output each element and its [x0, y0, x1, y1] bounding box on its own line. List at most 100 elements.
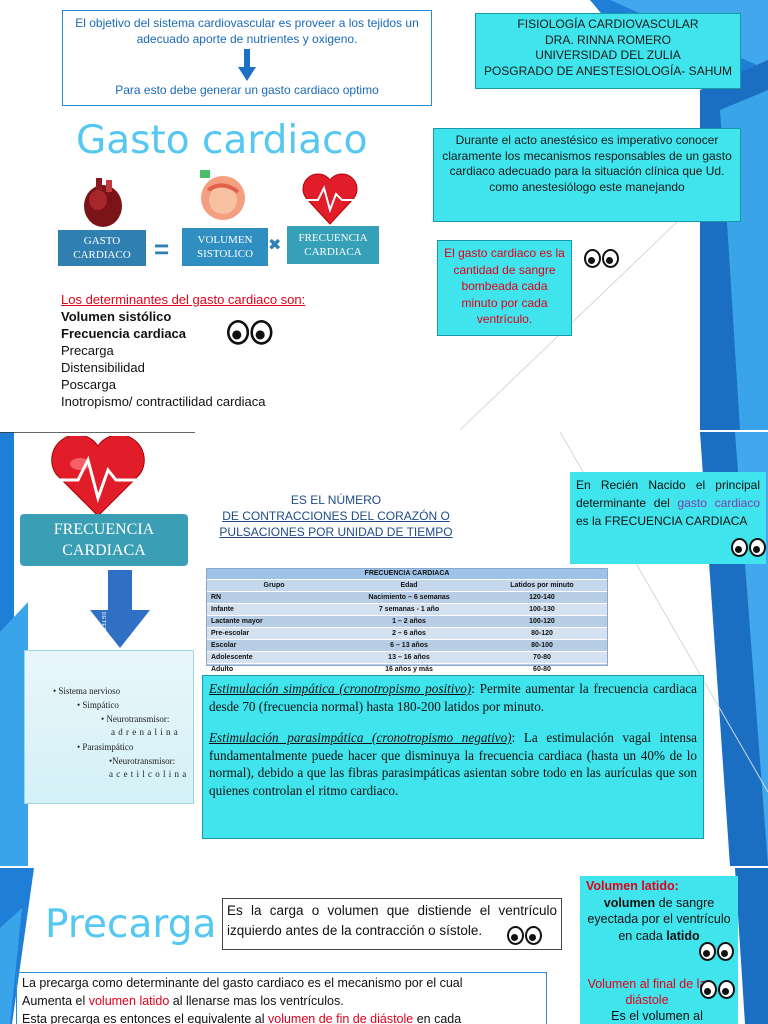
- sympathetic-title: Estimulación simpática (cronotropismo po…: [209, 681, 472, 696]
- table-cell: Adolescente: [211, 654, 253, 661]
- anestesia-text: Durante el acto anestésico es imperativo…: [442, 133, 732, 194]
- nervous-item: • Parasimpático: [77, 742, 134, 752]
- parasympathetic-title: Estimulación parasimpática (cronotropism…: [209, 730, 512, 745]
- anestesia-box: Durante el acto anestésico es imperativo…: [433, 128, 741, 222]
- body-text: al llenarse mas los ventrículos.: [169, 994, 344, 1008]
- precarga-body-line: Esta precarga es entonces el equivalente…: [22, 1010, 541, 1024]
- table-cell: 16 años y más: [385, 666, 433, 673]
- table-row: RN Nacimiento – 6 semanas 120-140: [207, 591, 607, 603]
- formula-frecuencia-label: FRECUENCIA CARDIACA: [298, 232, 368, 258]
- vol-latido-body: volumen de sangre eyectada por el ventrí…: [586, 895, 732, 945]
- fc-table-title: FRECUENCIA CARDIACA: [207, 569, 607, 579]
- vol-latido-text: de sangre eyectada por el ventrículo en …: [587, 895, 731, 943]
- definition-box: El gasto cardiaco es la cantidad de sang…: [437, 240, 572, 336]
- determinant-item: Precarga: [61, 343, 114, 358]
- page-title: Gasto cardiaco: [76, 118, 368, 163]
- sympathetic-body: : Permite aumentar la frecuencia cardiac…: [209, 681, 698, 714]
- slide-precarga: Precarga Es la carga o volumen que disti…: [0, 868, 768, 1024]
- neurotransmitter-value: a c e t i l c o l i n a: [109, 769, 187, 779]
- table-cell: Adulto: [211, 666, 234, 673]
- slide-frecuencia-cardiaca: FRECUENCIA CARDIACA DETERMINANTES ES EL …: [0, 432, 768, 866]
- precarga-body-box: La precarga como determinante del gasto …: [16, 972, 547, 1024]
- down-arrow-icon: [90, 570, 150, 648]
- determinant-item: Distensibilidad: [61, 360, 145, 375]
- fc-label-box: FRECUENCIA CARDIACA: [20, 514, 188, 566]
- determinant-item: Inotropismo/ contractilidad cardiaca: [61, 394, 266, 409]
- newborn-text: En Recién Nacido el principal determinan…: [576, 478, 760, 510]
- table-cell: 100-130: [529, 606, 555, 613]
- fc-table: FRECUENCIA CARDIACA Grupo Edad Latidos por…: [206, 568, 608, 673]
- body-text: en cada: [413, 1012, 462, 1024]
- objective-text: El objetivo del sistema cardiovascular e…: [75, 16, 419, 46]
- table-cell: RN: [211, 594, 222, 601]
- precarga-definition-box: Es la carga o volumen que distiende el v…: [222, 898, 562, 950]
- objective-followup: Para esto debe generar un gasto cardiaco…: [115, 83, 379, 97]
- table-cell: Pre-escolar: [211, 630, 250, 637]
- vol-final-title: Volumen al final de la diástole: [587, 977, 707, 1007]
- table-cell: Lactante mayor: [211, 618, 263, 625]
- table-cell: 120-140: [529, 594, 555, 601]
- fc-definition-line: PULSACIONES POR UNIDAD DE TIEMPO: [219, 525, 453, 539]
- times-sign: ✖: [268, 237, 282, 254]
- credit-line: DRA. RINNA ROMERO: [544, 32, 671, 47]
- table-header-cell: Edad: [400, 582, 418, 589]
- precarga-body-line: Aumenta el volumen latido al llenarse ma…: [22, 992, 541, 1010]
- vol-latido-title: Volumen latido:: [586, 879, 679, 893]
- slide-decoration: [0, 868, 768, 1024]
- vol-latido-bold: volumen: [603, 895, 656, 910]
- table-cell: 70-80: [533, 654, 551, 661]
- formula-gasto-chip: GASTO CARDIACO: [58, 230, 146, 266]
- eyes-icon: [731, 538, 766, 557]
- parasympathetic-body: : La estimulación vagal intensa fundamen…: [209, 730, 697, 798]
- body-highlight: volumen latido: [88, 994, 170, 1008]
- table-header-cell: Grupo: [263, 582, 285, 589]
- sympathetic-paragraph: Estimulación simpática (cronotropismo po…: [209, 680, 697, 715]
- nervous-box: • Sistema nervioso • Simpático • Neurotr…: [24, 650, 194, 804]
- body-text: Esta precarga es entonces el equivalente…: [22, 1012, 268, 1024]
- vol-latido-bold2: latido: [666, 928, 700, 943]
- precarga-body-line: La precarga como determinante del gasto …: [22, 976, 463, 990]
- credit-line: POSGRADO DE ANESTESIOLOGÍA- SAHUM: [483, 63, 733, 78]
- nervous-label: Sistema nervioso: [58, 686, 121, 696]
- eyes-icon: [227, 320, 273, 345]
- eyes-icon: [584, 249, 619, 268]
- determinant-item-bold: Frecuencia cardiaca: [61, 326, 187, 341]
- fc-definition: ES EL NÚMERO DE CONTRACCIONES DEL CORAZÓ…: [206, 492, 466, 540]
- body-highlight: volumen de fin de diástole: [268, 1012, 414, 1024]
- fc-definition-line: ES EL NÚMERO: [290, 493, 382, 507]
- eyes-icon: [700, 980, 735, 999]
- nervous-item: • Simpático: [77, 700, 119, 710]
- newborn-text-end: es la FRECUENCIA CARDIACA: [576, 514, 748, 528]
- formula-gasto-label: GASTO CARDIACO: [73, 235, 131, 261]
- formula-volumen-chip: VOLUMEN SISTOLICO: [182, 228, 268, 266]
- sympathetic-label: Simpático: [82, 700, 119, 710]
- determinants-heading: Los determinantes del gasto cardiaco son…: [61, 292, 306, 307]
- vol-final-text: Es el volumen al: [611, 1009, 703, 1023]
- objective-box: El objetivo del sistema cardiovascular e…: [62, 10, 432, 106]
- credit-line: UNIVERSIDAD DEL ZULIA: [535, 48, 681, 62]
- slide-gasto-cardiaco: El objetivo del sistema cardiovascular e…: [0, 0, 768, 430]
- table-cell: Nacimiento – 6 semanas: [368, 594, 450, 601]
- parasympathetic-label: Parasimpático: [82, 742, 134, 752]
- table-cell: 7 semanas - 1 año: [378, 606, 440, 613]
- table-cell: 80-120: [531, 630, 553, 637]
- fc-definition-line: DE CONTRACCIONES DEL CORAZÓN O: [222, 509, 450, 523]
- neurotransmitter-label: •Neurotransmisor:: [109, 756, 176, 766]
- neurotransmitter-value: a d r e n a l i n a: [111, 727, 179, 737]
- formula-volumen-label: VOLUMEN SISTOLICO: [196, 234, 254, 260]
- determinants-list: Los determinantes del gasto cardiaco son…: [61, 291, 305, 410]
- precarga-title: Precarga: [45, 902, 217, 947]
- nervous-item: • Sistema nervioso: [53, 686, 121, 696]
- table-cell: 1 – 2 años: [392, 618, 426, 625]
- down-arrow-icon: [238, 49, 256, 81]
- table-header-cell: Latidos por minuto: [510, 582, 574, 589]
- fc-label: FRECUENCIA CARDIACA: [53, 521, 155, 559]
- credits-box: FISIOLOGÍA CARDIOVASCULAR DRA. RINNA ROM…: [475, 13, 741, 89]
